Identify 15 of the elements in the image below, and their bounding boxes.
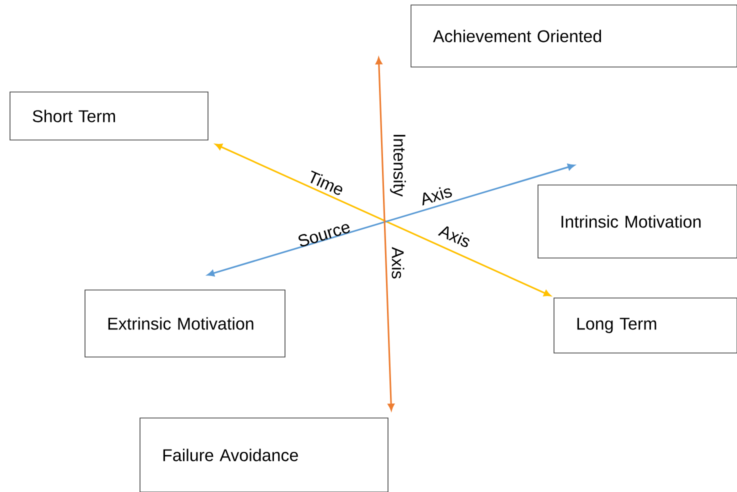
- axis-arrow: [376, 57, 394, 411]
- axis-label: Axis: [392, 246, 404, 278]
- text-box: Achievement Oriented: [410, 4, 737, 68]
- text-box: Long Term: [554, 298, 737, 354]
- axis-label: Time: [310, 170, 342, 195]
- axis-label: Source: [298, 224, 350, 246]
- axis-label: Intensity: [390, 134, 406, 197]
- axis-arrow: [215, 144, 551, 296]
- text-box: Extrinsic Motivation: [84, 290, 286, 358]
- axis-label: Axis: [438, 226, 470, 248]
- text-box: Intrinsic Motivation: [538, 184, 737, 258]
- text-box: Failure Avoidance: [140, 418, 388, 492]
- axis-label: Axis: [422, 187, 452, 206]
- axis-arrow: [207, 164, 575, 276]
- text-box: Short Term: [10, 92, 208, 140]
